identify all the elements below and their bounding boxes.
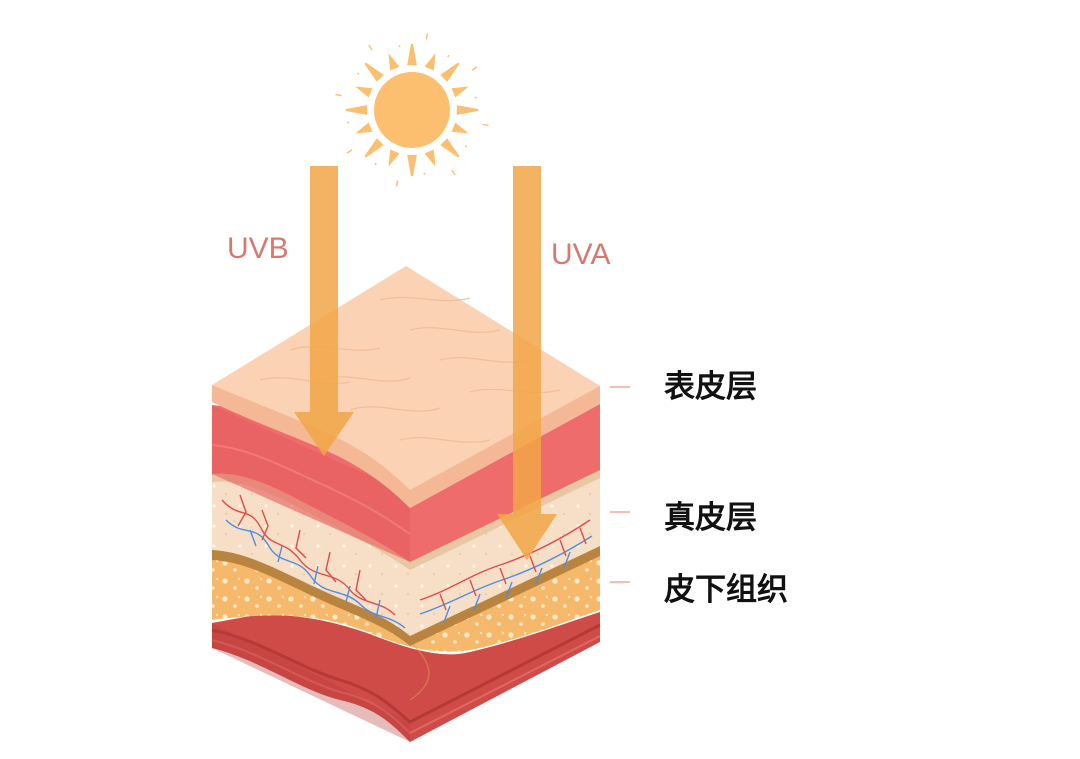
sun-ray bbox=[388, 149, 400, 167]
hypodermis-layer bbox=[212, 544, 600, 701]
sun-ray bbox=[355, 122, 373, 134]
sun-ray-line bbox=[395, 180, 399, 187]
sun-ray bbox=[407, 154, 417, 177]
dermis-label: 真皮层 bbox=[664, 500, 757, 536]
sun-ray bbox=[345, 105, 368, 115]
uva-arrow bbox=[497, 166, 557, 560]
uvb-arrow bbox=[294, 166, 354, 456]
sun-ray-line bbox=[471, 66, 478, 71]
muscle-layer bbox=[211, 612, 601, 742]
sun-ray-line bbox=[451, 169, 456, 176]
sun-icon bbox=[335, 33, 489, 187]
sun-ray-line bbox=[368, 44, 373, 51]
sun-ray bbox=[440, 138, 460, 158]
sun-ray bbox=[451, 86, 469, 98]
sun-ray bbox=[424, 53, 436, 71]
sun-ray bbox=[407, 43, 417, 66]
sun-ray bbox=[364, 62, 384, 82]
sun-ray-line bbox=[482, 123, 489, 127]
sun-ray-line bbox=[374, 162, 377, 166]
epidermis-base-layer bbox=[211, 404, 600, 562]
uva-label: UVA bbox=[551, 238, 610, 271]
sun-ray bbox=[355, 86, 373, 98]
hypodermis-label: 皮下组织 bbox=[664, 572, 788, 608]
sun-ray bbox=[388, 53, 400, 71]
sun-ray-line bbox=[425, 33, 429, 40]
sun-ray-line bbox=[447, 54, 450, 58]
uvb-label: UVB bbox=[227, 232, 289, 265]
sun-ray bbox=[440, 62, 460, 82]
epidermis-label: 表皮层 bbox=[664, 369, 757, 405]
sun-ray bbox=[451, 122, 469, 134]
sun-ray-line bbox=[346, 149, 353, 154]
sun-ray bbox=[364, 138, 384, 158]
sun-ray-line bbox=[356, 72, 360, 75]
sun-ray-line bbox=[335, 93, 342, 97]
sun-ray bbox=[456, 105, 479, 115]
sun-ray bbox=[424, 149, 436, 167]
sun-ray-line bbox=[464, 145, 468, 148]
